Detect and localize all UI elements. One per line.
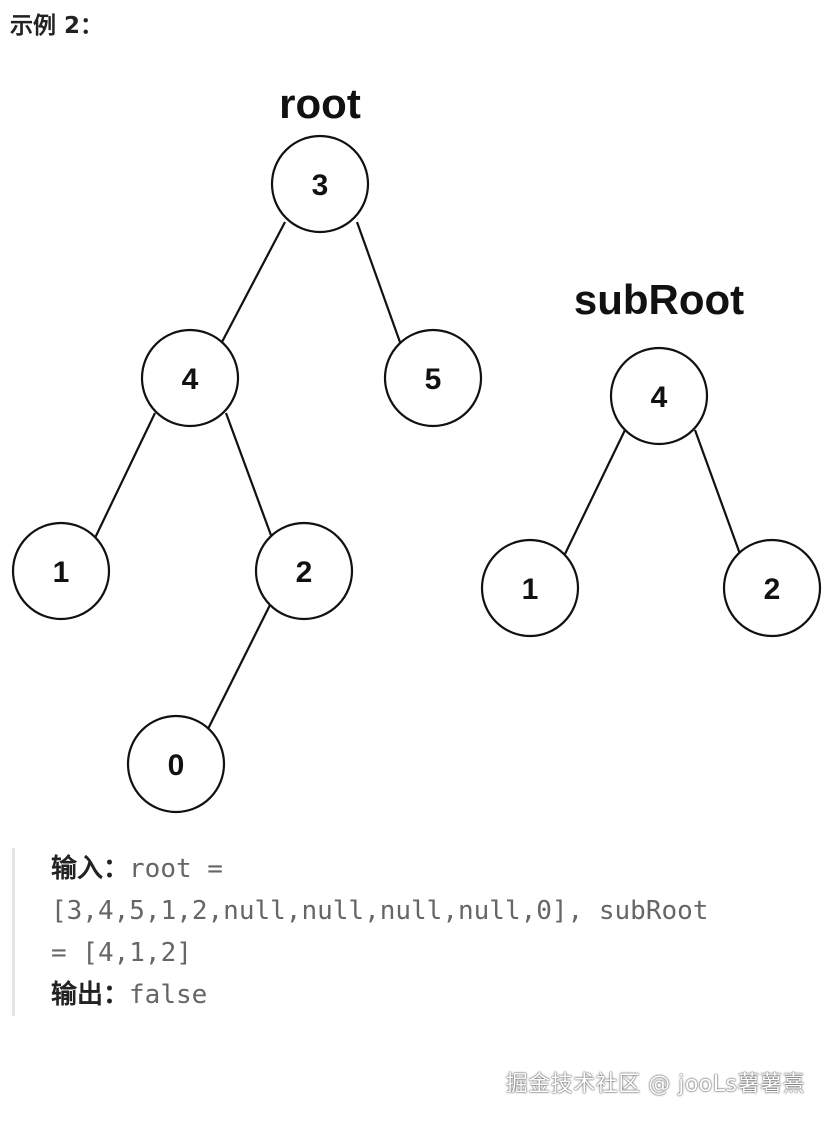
node-value: 2 — [296, 556, 313, 589]
root-tree-node-5: 5 — [383, 328, 483, 428]
root-tree-node-3: 3 — [270, 134, 370, 234]
edge-2-0 — [206, 604, 271, 732]
node-value: 4 — [651, 381, 668, 414]
subroot-tree-node-1: 1 — [480, 538, 580, 638]
input-value-line2: [3,4,5,1,2,null,null,null,null,0], subRo… — [51, 896, 709, 926]
example-io-text: 输入：root = [3,4,5,1,2,null,null,null,null… — [51, 848, 811, 1016]
node-value: 4 — [182, 363, 199, 396]
input-value-line3: = [4,1,2] — [51, 938, 192, 968]
input-label: 输入： — [51, 854, 130, 884]
edge-4-2 — [224, 412, 274, 539]
edge-sub-4-1 — [564, 429, 626, 555]
example-io-block: 输入：root = [3,4,5,1,2,null,null,null,null… — [12, 848, 815, 1016]
root-tree-node-4: 4 — [140, 328, 240, 428]
example-heading: 示例 2： — [10, 13, 104, 39]
node-value: 0 — [168, 749, 185, 782]
root-tree-node-2: 2 — [254, 521, 354, 621]
subroot-tree-label: subRoot — [574, 276, 744, 323]
node-value: 1 — [53, 556, 70, 589]
root-tree-node-0: 0 — [126, 714, 226, 814]
input-value-line1: root = — [129, 854, 223, 884]
root-tree-edges — [94, 221, 403, 732]
output-value: false — [129, 980, 208, 1010]
edge-4-1 — [94, 412, 156, 539]
output-label: 输出： — [51, 980, 130, 1010]
subroot-tree-node-2: 2 — [722, 538, 822, 638]
node-value: 3 — [312, 169, 329, 202]
node-value: 1 — [522, 573, 539, 606]
node-value: 2 — [764, 573, 781, 606]
edge-sub-4-2 — [693, 429, 742, 555]
edge-3-4 — [221, 221, 286, 343]
binary-tree-diagram: root 3 4 5 1 2 0 subRoot 4 — [11, 80, 822, 814]
edge-3-5 — [355, 221, 403, 346]
subroot-tree-node-4: 4 — [609, 346, 709, 446]
root-tree-node-1: 1 — [11, 521, 111, 621]
root-tree-label: root — [279, 80, 361, 127]
node-value: 5 — [425, 363, 442, 396]
subroot-tree-edges — [564, 429, 742, 555]
watermark-text: 掘金技术社区 @ jooLs薯薯熹 — [505, 1072, 805, 1097]
